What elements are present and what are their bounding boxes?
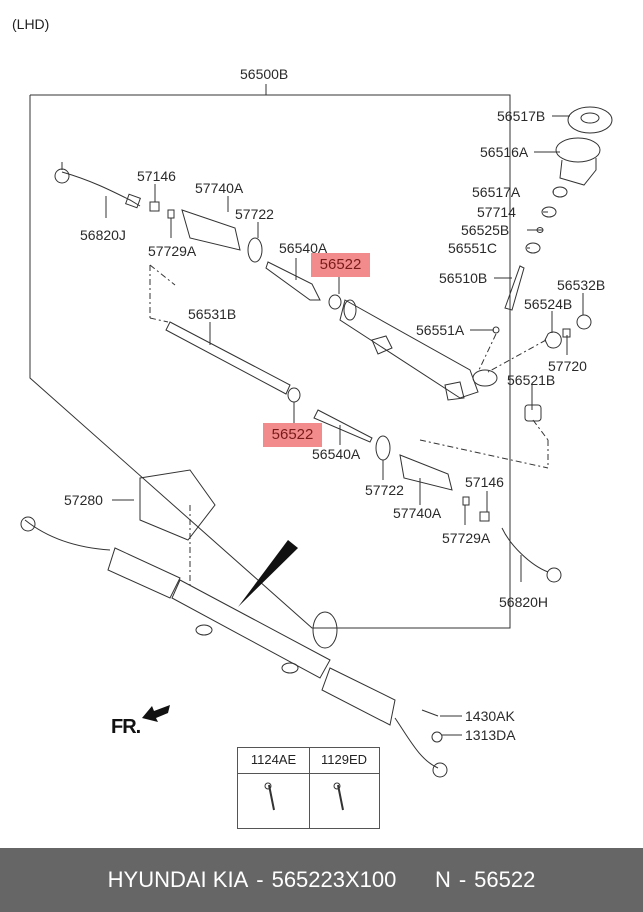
part-label-1430AK[interactable]: 1430AK: [465, 708, 515, 724]
part-label-57720[interactable]: 57720: [548, 358, 587, 374]
assembled-tie-rod-end-left: [24, 519, 111, 551]
footer-separator: -: [256, 867, 264, 892]
variant-label: (LHD): [12, 16, 50, 32]
part-label-56540A-top[interactable]: 56540A: [279, 240, 328, 256]
boot-57740A-right: [399, 454, 453, 491]
bolt-table-divider: [309, 773, 310, 828]
heat-protector-57280: [139, 469, 216, 541]
footer-bar: HYUNDAI KIA-565223X100 N-56522: [0, 848, 643, 912]
footer-separator-2: -: [458, 867, 467, 892]
part-label-56532B[interactable]: 56532B: [557, 277, 606, 293]
assembled-boot-left: [107, 547, 181, 599]
part-label-57722-right[interactable]: 57722: [365, 482, 404, 498]
assembled-rack-housing: [171, 579, 331, 679]
footer-part-number: 565223X100: [271, 867, 397, 892]
bolt-table-header-1124AE[interactable]: 1124AE: [238, 748, 310, 774]
assembly-label[interactable]: 56500B: [240, 66, 289, 82]
part-label-57729A-left[interactable]: 57729A: [148, 243, 197, 259]
yoke-56524B: [544, 331, 562, 349]
rack-bar-56531B: [165, 321, 291, 395]
parts-diagram: (LHD) 56500B 56517B 56516A 56517A 57714 …: [12, 16, 613, 829]
part-label-56516A[interactable]: 56516A: [480, 144, 529, 160]
footer-ref-number: 56522: [474, 867, 536, 892]
plug-56521B: [524, 404, 542, 422]
part-label-56522-bottom-highlighted[interactable]: 56522: [263, 423, 322, 447]
band-57722-left: [247, 237, 263, 263]
yoke-plug-56516A: [555, 137, 601, 163]
rack-housing-exploded: [339, 299, 479, 399]
part-label-57280[interactable]: 57280: [64, 492, 103, 508]
assembled-tie-rod-end-right: [394, 717, 439, 769]
pinion-56510B: [504, 265, 525, 311]
part-label-57714[interactable]: 57714: [477, 204, 516, 220]
bolt-table-header-1129ED[interactable]: 1129ED: [309, 748, 379, 774]
castle-nut-1313DA: [431, 731, 443, 743]
assembly-frame: [29, 94, 511, 629]
footer-ref-prefix: N: [434, 867, 451, 892]
front-direction-label: FR.: [111, 716, 141, 738]
boot-57740A-left: [181, 209, 241, 251]
ring-56522-top: [328, 294, 342, 310]
bolt-table: 1124AE 1129ED: [237, 747, 380, 829]
tie-rod-end-56820H: [501, 527, 549, 573]
part-label-57146-left[interactable]: 57146: [137, 168, 176, 184]
part-label-57740A-right[interactable]: 57740A: [393, 505, 442, 521]
front-arrow-icon: [142, 705, 170, 722]
part-label-56510B[interactable]: 56510B: [439, 270, 488, 286]
part-label-1313DA[interactable]: 1313DA: [465, 727, 516, 743]
tie-rod-end-56820J: [61, 171, 141, 207]
assembled-pinion-housing: [312, 611, 338, 649]
cotter-pin-1430AK: [421, 709, 439, 717]
zoom-pointer-wedge: [238, 540, 298, 607]
ring-56522-bottom: [287, 387, 301, 403]
part-label-57146-right[interactable]: 57146: [465, 474, 504, 490]
part-label-57722-left[interactable]: 57722: [235, 206, 274, 222]
part-label-56820J[interactable]: 56820J: [80, 227, 126, 243]
part-label-56531B[interactable]: 56531B: [188, 306, 237, 322]
footer-brand: HYUNDAI KIA: [107, 867, 249, 892]
inner-tie-rod-56540A-bottom: [313, 409, 373, 443]
part-label-56522-top-highlighted[interactable]: 56522: [311, 253, 370, 277]
part-label-56524B[interactable]: 56524B: [524, 296, 573, 312]
inner-tie-rod-56540A-top: [265, 261, 321, 301]
part-label-57729A-right[interactable]: 57729A: [442, 530, 491, 546]
part-label-57740A-left[interactable]: 57740A: [195, 180, 244, 196]
part-label-56540A-bottom[interactable]: 56540A: [312, 446, 361, 462]
band-57722-right: [375, 435, 391, 461]
part-label-56820H[interactable]: 56820H: [499, 594, 549, 610]
part-label-56551C[interactable]: 56551C: [448, 240, 498, 256]
mount-insulator-56517B: [567, 106, 613, 134]
part-label-56517B[interactable]: 56517B: [497, 108, 546, 124]
assembled-boot-right: [321, 667, 396, 726]
part-label-56521B[interactable]: 56521B: [507, 372, 556, 388]
part-label-56525B[interactable]: 56525B: [461, 222, 510, 238]
part-label-56517A[interactable]: 56517A: [472, 184, 521, 200]
cap-56532B: [576, 314, 592, 330]
part-label-56551A[interactable]: 56551A: [416, 322, 465, 338]
diagram-drawing: [20, 84, 613, 811]
